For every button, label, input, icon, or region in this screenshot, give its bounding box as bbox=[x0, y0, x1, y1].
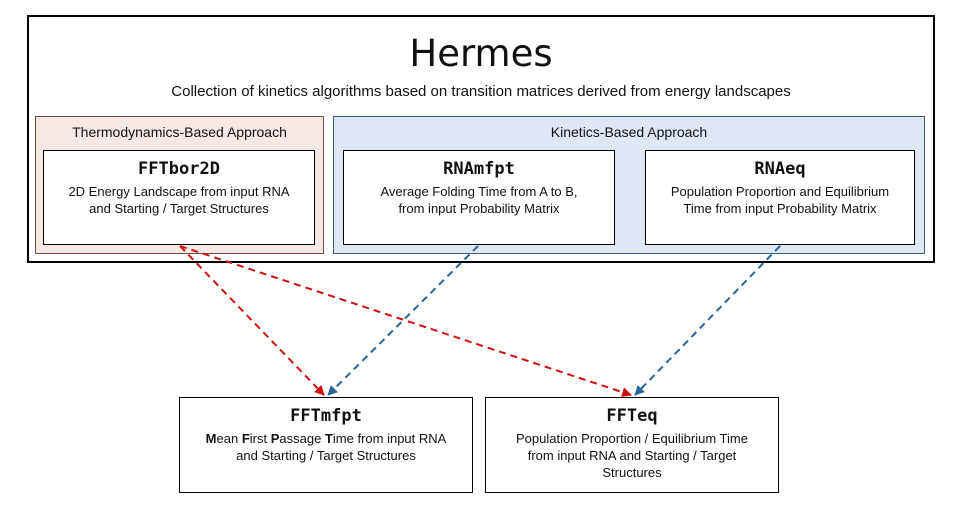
ffteq-description: Population Proportion / Equilibrium Time… bbox=[486, 430, 778, 481]
rnamfpt-name: RNAmfpt bbox=[443, 159, 515, 179]
arrow-fftbor2d-to-fftmfpt bbox=[179, 245, 325, 396]
fftmfpt-desc-line1: Mean First Passage Time from input RNA bbox=[186, 430, 466, 447]
fftmfpt-name: FFTmfpt bbox=[290, 406, 362, 426]
arrow-rnaeq-to-ffteq bbox=[634, 245, 781, 396]
fftbor2d-desc-line1: 2D Energy Landscape from input RNA bbox=[68, 184, 290, 199]
fftmfpt-initial-p: P bbox=[270, 431, 280, 446]
rnaeq-desc-line2: Time from input Probability Matrix bbox=[683, 201, 877, 216]
fftmfpt-description: Mean First Passage Time from input RNA a… bbox=[180, 430, 472, 464]
kinetics-group-label: Kinetics-Based Approach bbox=[550, 124, 708, 140]
ffteq-desc-line1: Population Proportion / Equilibrium Time bbox=[516, 431, 748, 446]
fftmfpt-card: FFTmfpt Mean First Passage Time from inp… bbox=[179, 397, 473, 493]
rnamfpt-card: RNAmfpt Average Folding Time from A to B… bbox=[343, 150, 615, 245]
page-subtitle: Collection of kinetics algorithms based … bbox=[171, 83, 791, 100]
ffteq-desc-line2: from input RNA and Starting / Target bbox=[527, 448, 737, 463]
fftbor2d-description: 2D Energy Landscape from input RNA and S… bbox=[44, 183, 314, 217]
fftbor2d-name: FFTbor2D bbox=[138, 159, 220, 179]
ffteq-desc-line3: Structures bbox=[602, 465, 662, 480]
fftmfpt-desc-line2: and Starting / Target Structures bbox=[236, 448, 416, 463]
rnamfpt-desc-line2: from input Probability Matrix bbox=[398, 201, 560, 216]
fftbor2d-desc-line2: and Starting / Target Structures bbox=[89, 201, 269, 216]
fftmfpt-text-ime: ime from input RNA bbox=[332, 431, 447, 446]
rnaeq-description: Population Proportion and Equilibrium Ti… bbox=[646, 183, 914, 217]
ffteq-card: FFTeq Population Proportion / Equilibriu… bbox=[485, 397, 779, 493]
thermodynamics-group-label: Thermodynamics-Based Approach bbox=[72, 124, 287, 140]
fftmfpt-text-assage: assage bbox=[279, 431, 325, 446]
rnaeq-desc-line1: Population Proportion and Equilibrium bbox=[670, 184, 890, 199]
fftmfpt-initial-m: M bbox=[205, 431, 217, 446]
page-title: Hermes bbox=[409, 32, 553, 75]
rnamfpt-desc-line1: Average Folding Time from A to B, bbox=[380, 184, 578, 199]
arrow-rnamfpt-to-fftmfpt bbox=[327, 245, 479, 396]
rnamfpt-description: Average Folding Time from A to B, from i… bbox=[344, 183, 614, 217]
rnaeq-card: RNAeq Population Proportion and Equilibr… bbox=[645, 150, 915, 245]
ffteq-name: FFTeq bbox=[606, 406, 658, 426]
arrow-fftbor2d-to-ffteq bbox=[179, 245, 632, 397]
rnaeq-name: RNAeq bbox=[754, 159, 806, 179]
fftmfpt-initial-t: T bbox=[324, 431, 333, 446]
fftmfpt-initial-f: F bbox=[241, 431, 250, 446]
fftmfpt-text-irst: irst bbox=[249, 431, 271, 446]
fftmfpt-text-ean: ean bbox=[216, 431, 242, 446]
fftbor2d-card: FFTbor2D 2D Energy Landscape from input … bbox=[43, 150, 315, 245]
